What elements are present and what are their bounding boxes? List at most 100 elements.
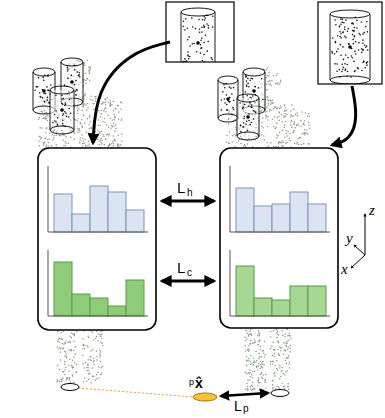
cloud-point (84, 123, 86, 125)
cloud-point (58, 342, 60, 344)
cloud-point (100, 354, 102, 356)
cloud-point (79, 139, 81, 141)
cloud-point (278, 353, 280, 355)
cloud-point (101, 142, 103, 144)
cloud-point (62, 371, 64, 373)
cloud-point (304, 134, 306, 136)
cloud-point (286, 142, 288, 144)
cloud-point (89, 115, 91, 117)
cloud-point (265, 382, 267, 384)
cloud-point (75, 346, 77, 348)
cloud-point (104, 122, 106, 124)
cloud-point (96, 374, 98, 376)
cloud-point (259, 356, 261, 358)
cloud-point (90, 121, 92, 123)
cloud-point (45, 116, 47, 118)
cloud-point (87, 107, 89, 109)
cloud-point (80, 123, 82, 125)
cloud-point (246, 383, 248, 385)
cloud-point (56, 381, 58, 383)
cloud-point (284, 336, 286, 338)
cloud-point (265, 114, 267, 116)
cloud-point (57, 331, 59, 333)
cloud-point (277, 349, 279, 351)
cloud-point (98, 333, 100, 335)
cloud-point (297, 138, 299, 140)
cloud-point (103, 144, 105, 146)
cloud-point (293, 123, 295, 125)
cloud-point (83, 381, 85, 383)
cloud-point (105, 111, 107, 113)
cloud-point (78, 108, 80, 110)
cloud-point (255, 351, 257, 353)
cloud-point (60, 348, 62, 350)
cloud-point (87, 346, 89, 348)
cloud-point (98, 366, 100, 368)
cloud-point (77, 110, 79, 112)
cloud-point (46, 144, 48, 146)
cloud-point (105, 104, 107, 106)
cloud-point (96, 336, 98, 338)
cloud-point (65, 340, 67, 342)
cloud-point (276, 360, 278, 362)
cloud-point (64, 342, 66, 344)
point-cloud (38, 58, 311, 393)
cloud-point (49, 138, 51, 140)
cloud-point (103, 110, 105, 112)
cloud-point (255, 136, 257, 138)
cloud-point (121, 133, 123, 135)
cloud-point (39, 136, 41, 138)
cloud-point (99, 139, 101, 141)
cloud-point (82, 143, 84, 145)
cloud-point (253, 387, 255, 389)
cloud-point (62, 132, 64, 134)
cloud-point (38, 119, 40, 121)
cloud-point (258, 363, 260, 365)
cloud-point (54, 135, 56, 137)
cloud-point (77, 128, 79, 130)
cloud-point (93, 339, 95, 341)
cloud-point (75, 119, 77, 121)
cloud-point (249, 369, 251, 371)
cloud-point (278, 141, 280, 143)
cloud-point (70, 381, 72, 383)
cloud-point (110, 127, 112, 129)
cloud-point (103, 136, 105, 138)
cloud-point (284, 386, 286, 388)
cloud-point (112, 135, 114, 137)
cloud-point (64, 361, 66, 363)
cloud-point (101, 372, 103, 374)
cloud-point (104, 98, 106, 100)
cloud-point (69, 379, 71, 381)
cloud-point (249, 386, 251, 388)
cloud-point (65, 342, 67, 344)
cloud-point (52, 134, 54, 136)
cloud-point (95, 96, 97, 98)
cloud-point (53, 130, 55, 132)
cloud-point (110, 104, 112, 106)
cloud-point (74, 133, 76, 135)
cloud-point (293, 121, 295, 123)
cloud-point (82, 338, 84, 340)
cloud-point (118, 146, 120, 148)
cloud-point (73, 341, 75, 343)
cloud-point (261, 362, 263, 364)
cloud-point (57, 346, 59, 348)
cloud-point (279, 367, 281, 369)
cloud-point (55, 134, 57, 136)
cloud-point (101, 113, 103, 115)
cloud-point (108, 133, 110, 135)
cloud-point (115, 128, 117, 130)
cloud-point (245, 388, 247, 390)
cloud-point (76, 371, 78, 373)
cloud-point (114, 117, 116, 119)
cloud-point (108, 145, 110, 147)
cloud-point (62, 343, 64, 345)
cloud-point (284, 113, 286, 115)
cloud-point (74, 138, 76, 140)
cloud-point (249, 331, 251, 333)
cloud-point (70, 136, 72, 138)
cloud-point (262, 378, 264, 380)
cloud-point (92, 349, 94, 351)
